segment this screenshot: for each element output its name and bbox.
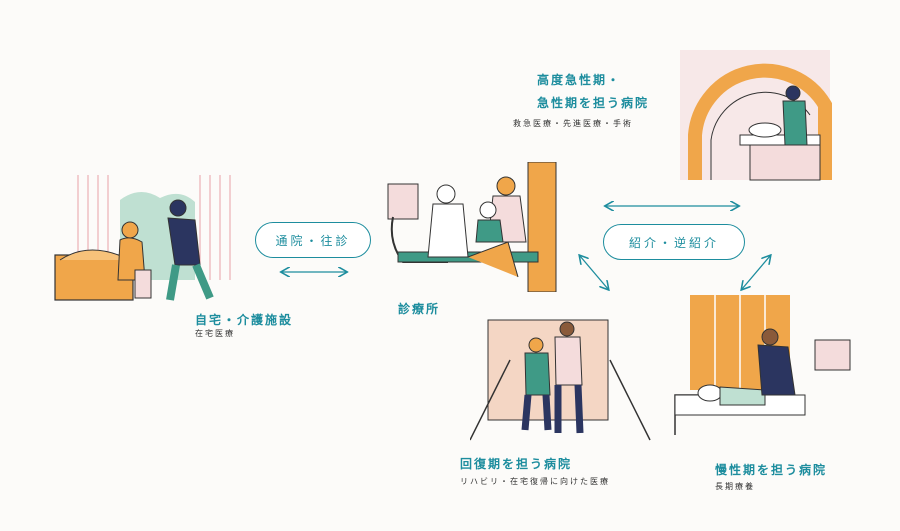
recovery-title: 回復期を担う病院 [460, 457, 573, 471]
recovery-hospital-illustration [470, 319, 651, 441]
home-title: 自宅・介護施設 [195, 313, 294, 327]
clinic-illustration [387, 162, 557, 292]
acute-hospital-illustration [680, 50, 832, 181]
acute-chronic-arrow [742, 256, 770, 289]
home-sub: 在宅医療 [195, 329, 235, 338]
chronic-hospital-illustration [674, 295, 851, 435]
referral-pill: 紹介・逆紹介 [603, 224, 745, 260]
acute-title-line2: 急性期を担う病院 [537, 96, 650, 110]
chronic-title: 慢性期を担う病院 [715, 463, 828, 477]
clinic-recovery-arrow [580, 256, 608, 289]
visit-label: 通院・往診 [275, 233, 351, 248]
visit-pill: 通院・往診 [255, 222, 371, 258]
referral-label: 紹介・逆紹介 [628, 235, 719, 250]
home-care-illustration [54, 175, 231, 301]
acute-sub: 救急医療・先進医療・手術 [513, 119, 633, 128]
acute-title-line1: 高度急性期・ [537, 73, 622, 87]
recovery-sub: リハビリ・在宅復帰に向けた医療 [460, 477, 610, 486]
chronic-sub: 長期療養 [715, 482, 755, 491]
clinic-title: 診療所 [398, 302, 441, 316]
